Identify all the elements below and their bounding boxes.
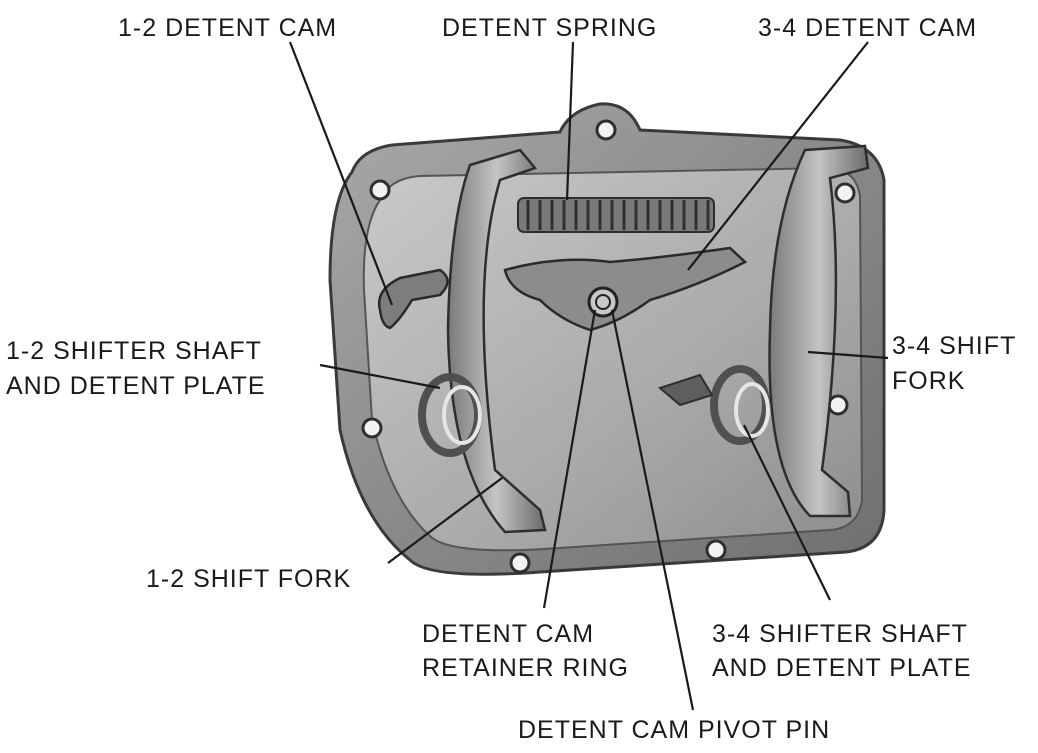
housing-lug xyxy=(657,373,714,407)
bolt-holes xyxy=(361,119,856,574)
leader-detent-cam-34 xyxy=(687,41,869,271)
label-shifter-shaft-34-line1: 3-4 SHIFTER SHAFT xyxy=(712,620,968,648)
label-shifter-shaft-12-line1: 1-2 SHIFTER SHAFT xyxy=(6,337,262,365)
detent-spring-coils xyxy=(526,200,710,230)
detent-plate-12 xyxy=(418,373,482,457)
leader-shifter-shaft-34 xyxy=(743,424,831,601)
leader-detent-spring xyxy=(565,41,575,201)
leader-shift-fork-12 xyxy=(387,477,503,564)
detent-cam-pivot-pin xyxy=(587,286,619,318)
label-retainer-ring-line1: DETENT CAM xyxy=(422,620,595,648)
label-detent-spring: DETENT SPRING xyxy=(442,14,658,42)
label-shift-fork-12: 1-2 SHIFT FORK xyxy=(146,565,352,593)
label-shift-fork-34-line2: FORK xyxy=(892,367,966,395)
label-shifter-shaft-12-line2: AND DETENT PLATE xyxy=(6,372,266,400)
detent-cam-retainer-ring xyxy=(595,294,611,310)
leader-detent-cam-12 xyxy=(288,41,394,306)
leader-lines xyxy=(288,41,889,711)
label-retainer-ring-line2: RETAINER RING xyxy=(422,654,629,682)
label-detent-cam-12: 1-2 DETENT CAM xyxy=(118,14,338,42)
shift-fork-34 xyxy=(768,144,870,518)
detent-cam-34 xyxy=(503,246,748,332)
leader-pivot-pin xyxy=(610,309,695,711)
leader-shift-fork-34 xyxy=(807,350,889,360)
detent-spring-body xyxy=(517,197,715,233)
label-shifter-shaft-34-line2: AND DETENT PLATE xyxy=(712,654,972,682)
leader-retainer-ring xyxy=(542,309,597,609)
label-shift-fork-34-line1: 3-4 SHIFT xyxy=(892,332,1017,360)
label-pivot-pin: DETENT CAM PIVOT PIN xyxy=(518,716,831,744)
leader-shifter-shaft-12 xyxy=(319,363,441,390)
detent-cam-12 xyxy=(377,268,449,330)
label-detent-cam-34: 3-4 DETENT CAM xyxy=(758,14,978,42)
detent-plate-34 xyxy=(710,365,770,445)
